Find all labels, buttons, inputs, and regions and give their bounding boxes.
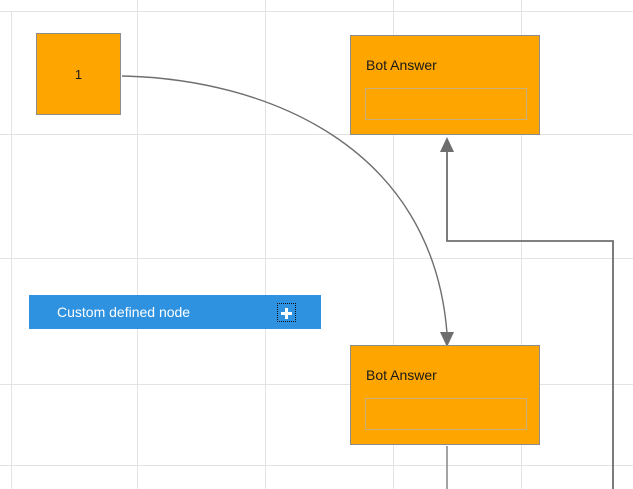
- node-custom-defined[interactable]: Custom defined node: [29, 295, 321, 329]
- plus-icon[interactable]: [277, 303, 296, 322]
- node-custom-label: Custom defined node: [57, 304, 191, 320]
- node-bot-answer-bottom[interactable]: Bot Answer: [350, 345, 540, 445]
- node-bot-answer-top[interactable]: Bot Answer: [350, 35, 540, 135]
- node-answer-slot[interactable]: [365, 88, 527, 120]
- node-title: Bot Answer: [366, 367, 437, 383]
- node-1[interactable]: 1: [36, 33, 121, 115]
- node-1-label: 1: [74, 66, 83, 82]
- node-title: Bot Answer: [366, 57, 437, 73]
- node-answer-slot[interactable]: [365, 398, 527, 430]
